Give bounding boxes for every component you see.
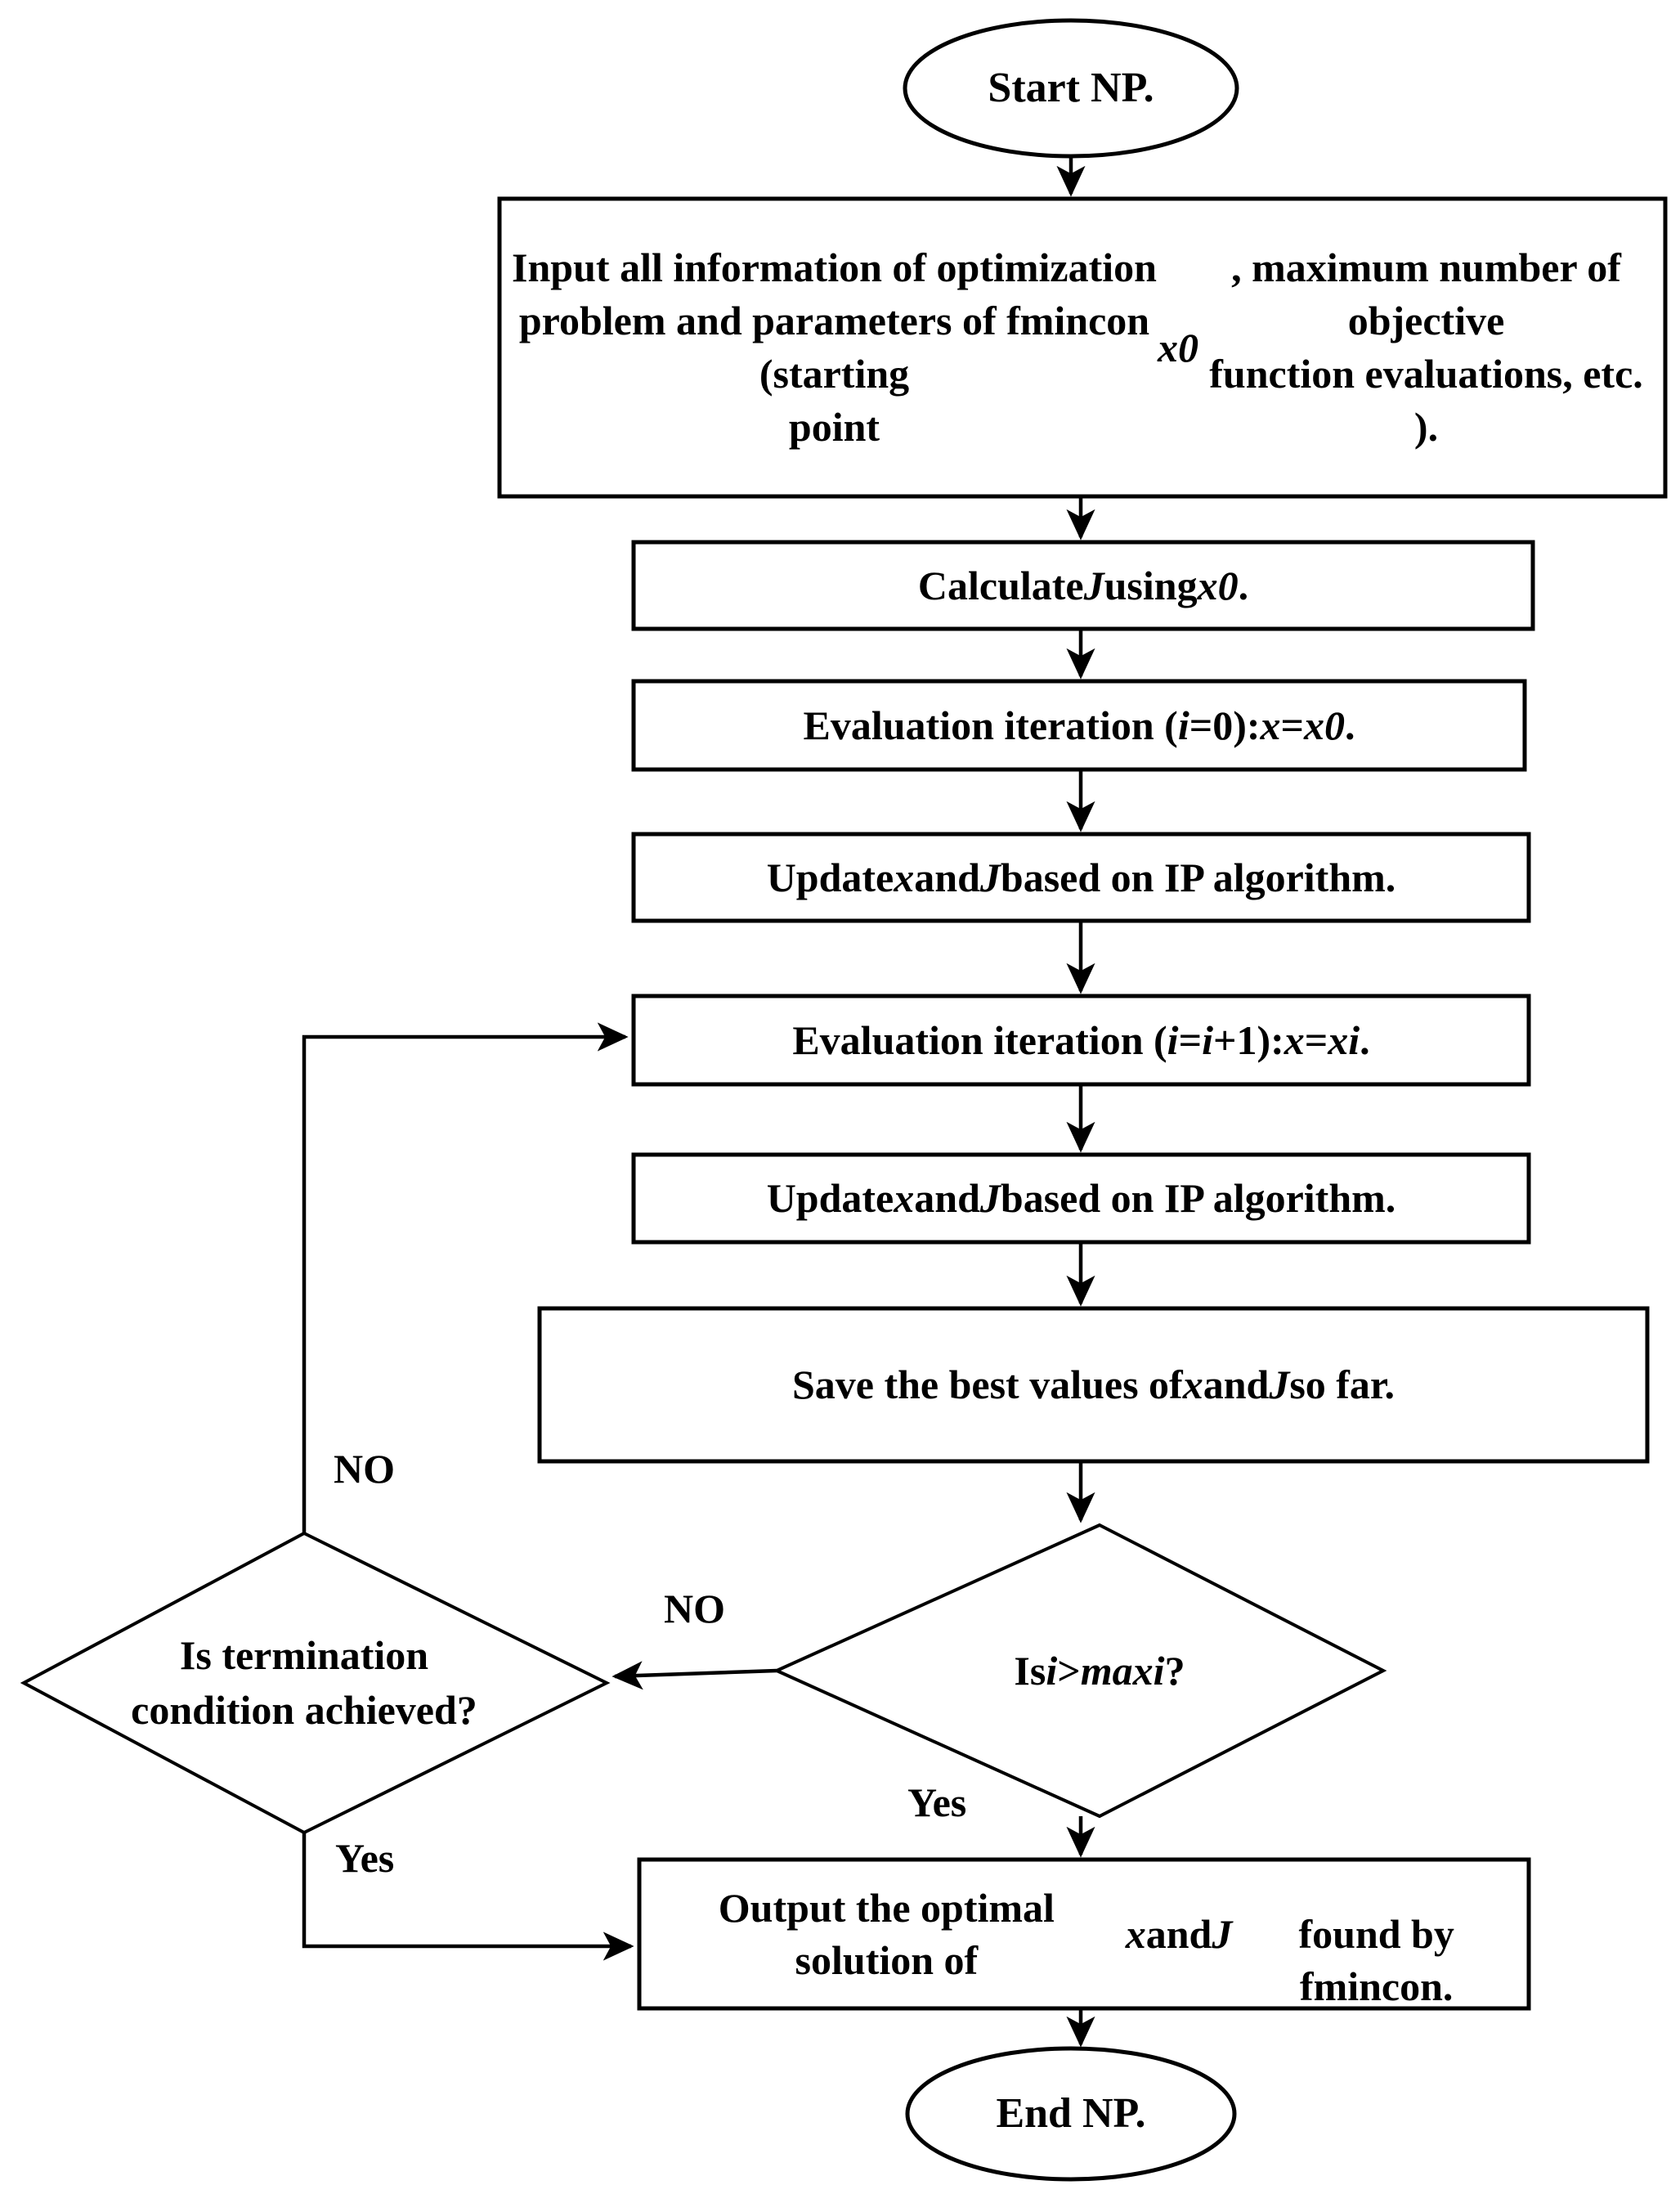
node-evali-shape <box>631 994 1531 1087</box>
node-update2-shape <box>631 1152 1531 1245</box>
node-maxi-shape <box>773 1523 1387 1819</box>
node-input-shape <box>497 196 1668 499</box>
node-output-shape <box>637 1857 1531 2011</box>
node-save-shape <box>537 1306 1650 1464</box>
node-eval0-shape <box>631 679 1527 772</box>
node-termination-shape <box>20 1531 611 1835</box>
edge-termination-yes-to-output <box>302 1833 634 1961</box>
edge-termination-no-to-evali <box>302 1022 629 1533</box>
node-calculate-shape <box>631 540 1535 631</box>
node-start-shape <box>903 18 1239 159</box>
node-end-shape <box>905 2046 1237 2182</box>
node-update1-shape <box>631 832 1531 923</box>
edge-maxi-no-to-termination <box>612 1661 777 1690</box>
